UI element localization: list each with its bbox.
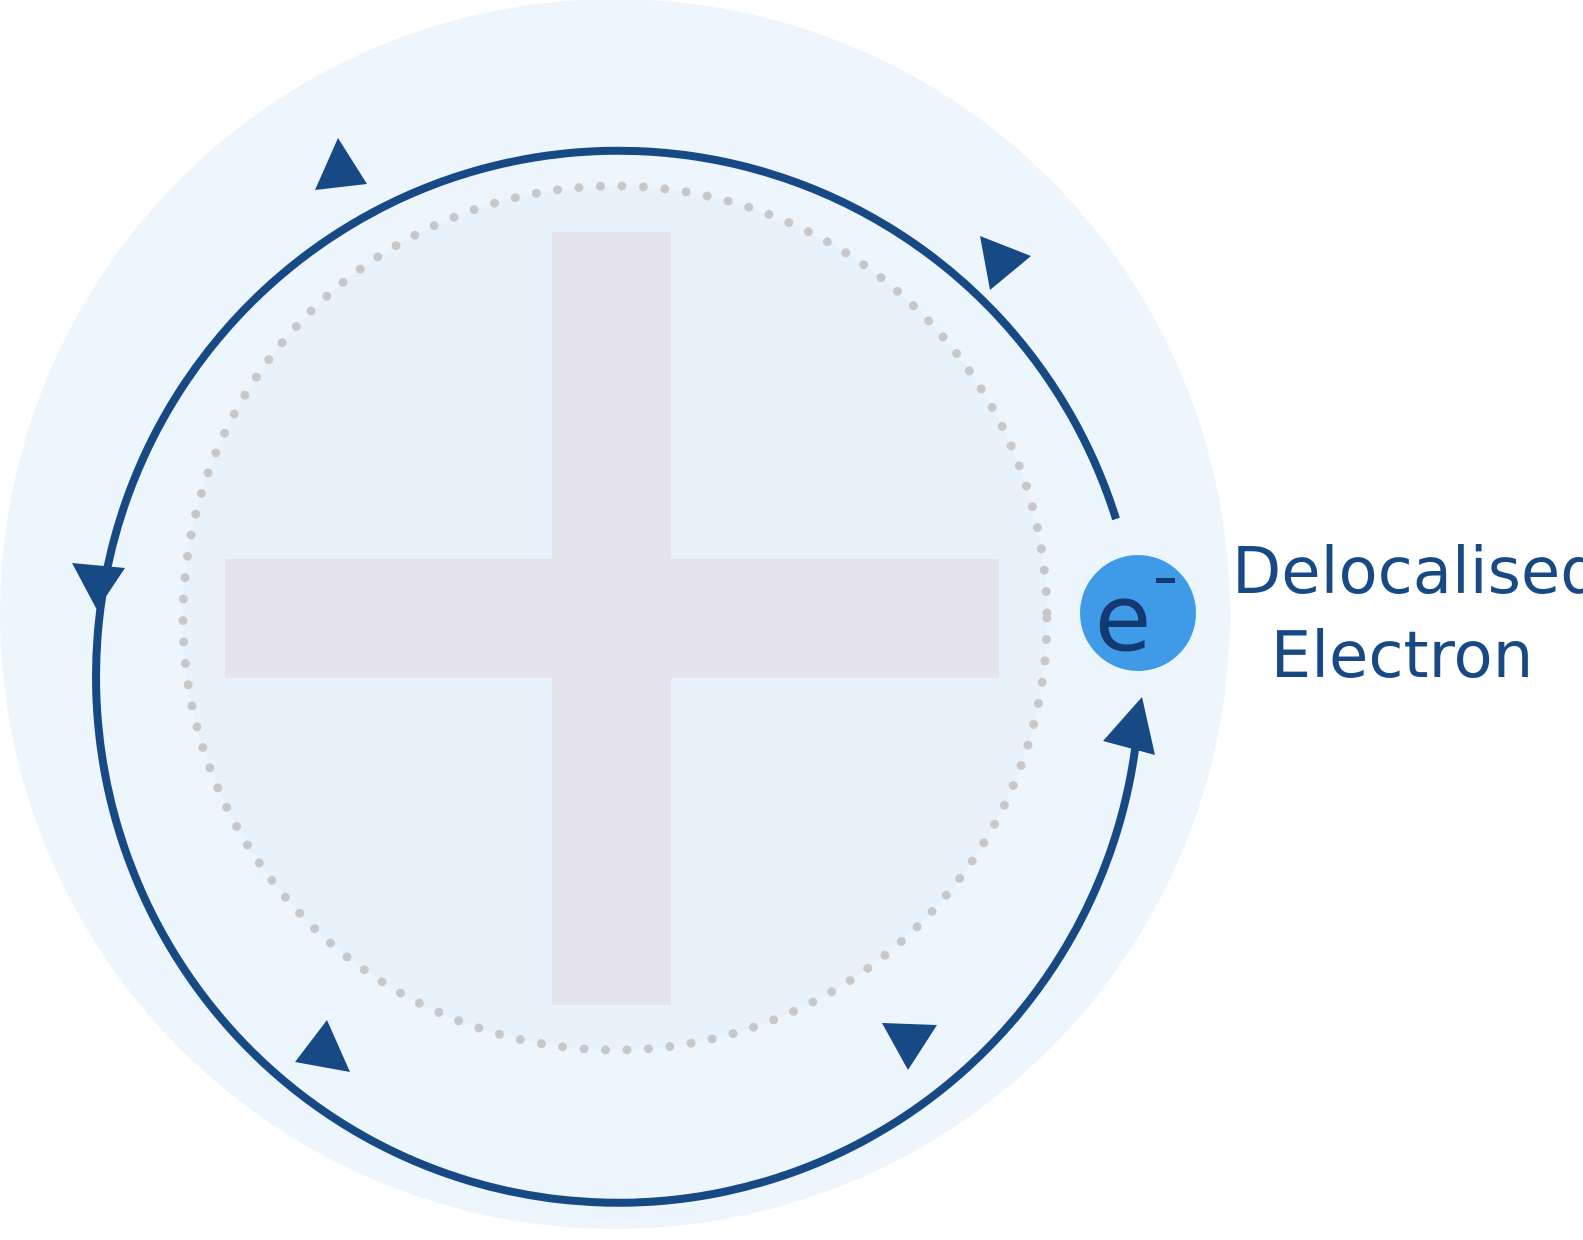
label-line-1: Delocalised [1232,535,1583,609]
negative-charge-icon [1156,578,1175,583]
plus-sign-icon [225,232,999,1005]
arrowhead-icon [295,1020,350,1072]
electron-orbit-path [92,146,1140,1207]
delocalised-electron-label: Delocalised Electron [1232,530,1583,698]
arrowhead-icon [1103,697,1155,755]
arrowhead-icon [72,563,125,610]
electron: e [1080,555,1196,672]
label-line-2: Electron [1270,619,1534,693]
arrowhead-icon [315,138,367,190]
arrowhead-icon [980,236,1031,290]
electron-symbol: e [1095,565,1152,672]
arrowhead-icon [882,1023,937,1070]
orbit-arrowheads [72,138,1155,1072]
